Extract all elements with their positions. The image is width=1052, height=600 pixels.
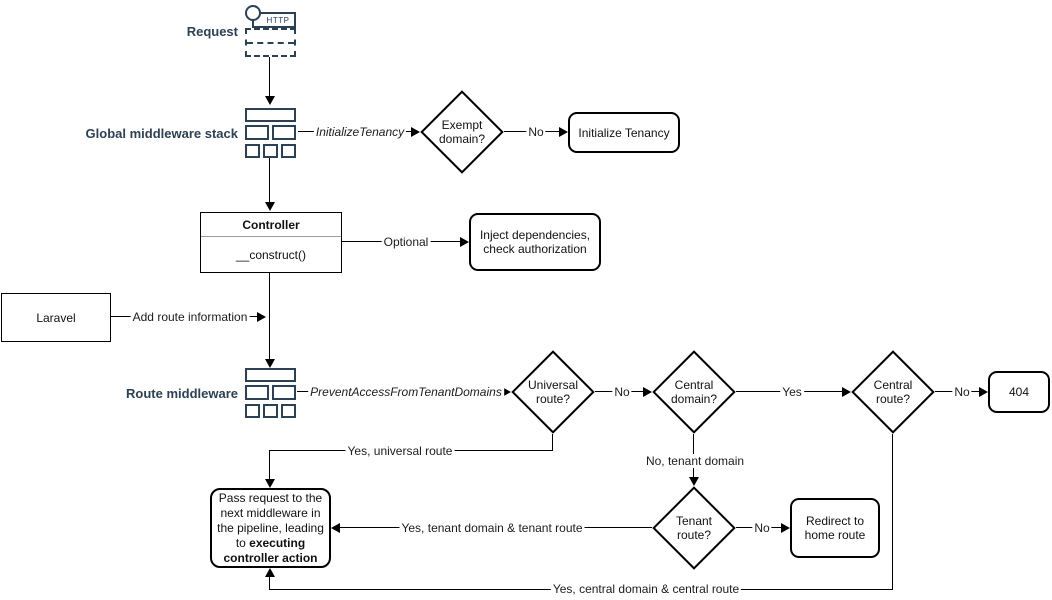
global-middleware-stack-icon — [245, 108, 297, 158]
http-request-ring-icon — [245, 5, 261, 21]
edge-prevent-access-arrowhead — [502, 387, 511, 397]
controller-method: __construct() — [235, 247, 307, 262]
decision-universal-route-label: Universal route? — [527, 378, 578, 406]
pass-request-text: Pass request to the next middleware in t… — [215, 491, 326, 566]
edge-optional-arrowhead — [460, 237, 469, 247]
decision-central-domain: Central domain? — [652, 350, 736, 434]
edge-central-route-yes-line-v2 — [269, 576, 270, 590]
stack-cell — [281, 404, 296, 418]
edge-global-to-controller-line — [269, 158, 270, 203]
edge-universal-yes-line-v1 — [552, 434, 553, 451]
edge-add-route-info-arrowhead — [257, 312, 266, 322]
edge-label-initialize-tenancy: InitializeTenancy — [313, 125, 407, 139]
pass-request-bold: executing controller action — [223, 535, 318, 565]
request-label: Request — [186, 24, 238, 39]
node-initialize-tenancy: Initialize Tenancy — [568, 112, 680, 153]
edge-label-central-domain-yes: Yes — [780, 385, 804, 399]
node-inject-dependencies: Inject dependencies, check authorization — [469, 213, 601, 271]
edge-request-to-global-arrowhead — [265, 96, 275, 105]
edge-label-tenant-yes: Yes, tenant domain & tenant route — [399, 521, 585, 535]
http-request-body-divider — [247, 42, 294, 44]
edge-label-central-route-no: No — [952, 385, 972, 399]
edge-tenant-yes-arrowhead — [331, 523, 340, 533]
global-middleware-stack-label: Global middleware stack — [85, 126, 238, 141]
edge-initialize-tenancy-arrowhead — [411, 127, 420, 137]
decision-tenant-route: Tenant route? — [652, 486, 736, 570]
stack-cell — [245, 368, 296, 382]
edge-global-to-controller-arrowhead — [265, 202, 275, 211]
stack-cell — [245, 144, 260, 158]
node-redirect-home: Redirect to home route — [790, 498, 880, 558]
stack-cell — [272, 125, 296, 140]
edge-central-route-yes-line-v1 — [892, 434, 893, 590]
node-laravel: Laravel — [1, 293, 111, 342]
edge-tenant-no-arrowhead — [781, 523, 790, 533]
node-controller: Controller __construct() — [200, 212, 342, 273]
edge-label-add-route-information: Add route information — [130, 310, 250, 324]
edge-controller-to-route-arrowhead — [265, 359, 275, 368]
edge-controller-to-route-line — [269, 273, 270, 360]
controller-title: Controller — [201, 213, 341, 237]
edge-label-prevent-access: PreventAccessFromTenantDomains — [308, 385, 504, 399]
stack-cell — [245, 125, 269, 140]
decision-central-domain-label: Central domain? — [670, 378, 718, 406]
edge-label-universal-no: No — [612, 385, 632, 399]
pass-request-normal: Pass request to the next middleware in t… — [217, 490, 324, 550]
edge-label-central-route-yes: Yes, central domain & central route — [550, 582, 742, 596]
stack-cell — [245, 385, 269, 400]
edge-label-exempt-no: No — [526, 125, 546, 139]
decision-exempt-domain: Exempt domain? — [420, 90, 504, 174]
edge-request-to-global-line — [269, 57, 270, 97]
edge-universal-yes-line-v2 — [269, 450, 270, 480]
route-middleware-stack-icon — [245, 368, 297, 418]
stack-cell — [272, 385, 296, 400]
node-404: 404 — [988, 371, 1050, 413]
edge-label-universal-yes: Yes, universal route — [345, 444, 455, 458]
http-request-body-icon — [245, 28, 296, 57]
edge-central-domain-no-arrowhead — [689, 477, 699, 486]
edge-label-optional: Optional — [381, 235, 431, 249]
http-request-bar-icon: HTTP — [252, 12, 296, 28]
decision-central-route-label: Central route? — [873, 378, 913, 406]
decision-exempt-domain-label: Exempt domain? — [438, 118, 486, 146]
stack-cell — [263, 144, 278, 158]
stack-cell — [263, 404, 278, 418]
route-middleware-label: Route middleware — [126, 386, 238, 401]
decision-tenant-route-label: Tenant route? — [675, 514, 713, 542]
decision-universal-route: Universal route? — [511, 350, 595, 434]
edge-label-central-domain-no: No, tenant domain — [643, 454, 747, 468]
stack-cell — [245, 108, 296, 122]
edge-universal-yes-arrowhead — [265, 479, 275, 488]
http-badge: HTTP — [266, 15, 290, 25]
http-request-icon: HTTP — [245, 3, 297, 57]
edge-exempt-no-arrowhead — [559, 127, 568, 137]
edge-central-domain-yes-arrowhead — [842, 387, 851, 397]
stack-cell — [281, 144, 296, 158]
edge-universal-no-arrowhead — [643, 387, 652, 397]
decision-central-route: Central route? — [851, 350, 935, 434]
edge-central-route-yes-arrowhead — [265, 568, 275, 577]
stack-cell — [245, 404, 260, 418]
node-pass-request: Pass request to the next middleware in t… — [210, 488, 331, 568]
edge-label-tenant-no: No — [752, 521, 772, 535]
edge-central-route-no-arrowhead — [979, 387, 988, 397]
